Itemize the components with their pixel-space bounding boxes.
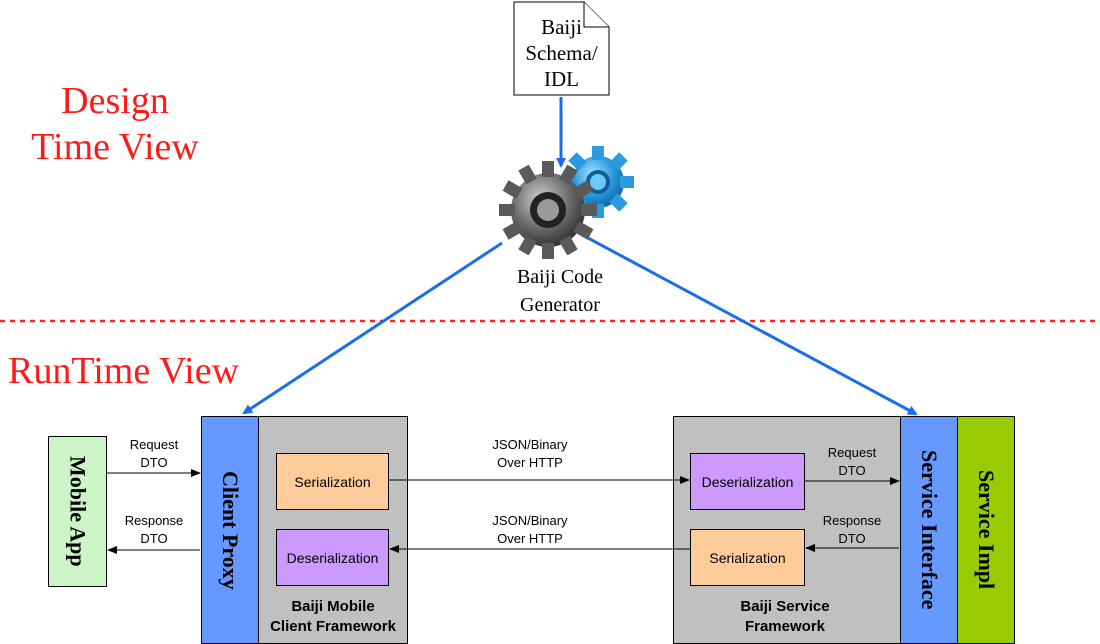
wire-top-line1: JSON/Binary: [492, 437, 568, 452]
generator-line2: Generator: [520, 294, 600, 316]
service-serialization-box: Serialization: [690, 529, 805, 586]
service-framework-line1: Baiji Service: [740, 598, 830, 615]
service-request-dto-label: Request DTO: [808, 444, 896, 480]
runtime-view-label: RunTime View: [8, 350, 240, 392]
client-request-dto-label: Request DTO: [110, 436, 198, 472]
schema-document-label: Baiji Schema/ IDL: [514, 14, 609, 92]
service-request-line1: Request: [827, 445, 877, 460]
design-time-view-label: Design Time View: [10, 78, 220, 170]
client-serialization-box: Serialization: [276, 453, 389, 510]
client-request-line1: Request: [129, 437, 179, 452]
service-response-line2: DTO: [838, 531, 866, 546]
client-framework-label: Baiji Mobile Client Framework: [258, 597, 408, 637]
client-framework-line1: Baiji Mobile: [291, 598, 375, 615]
client-proxy-box: Client Proxy: [201, 416, 259, 644]
generator-to-service-interface-arrow: [587, 236, 918, 416]
service-deserialization-box: Deserialization: [690, 453, 805, 510]
code-generator-label: Baiji Code Generator: [480, 263, 640, 319]
wire-bottom-line1: JSON/Binary: [492, 513, 568, 528]
service-response-line1: Response: [822, 513, 882, 528]
wire-bottom-label: JSON/Binary Over HTTP: [460, 512, 600, 548]
service-framework-line2: Framework: [744, 618, 826, 635]
client-deserialization-label: Deserialization: [286, 549, 379, 566]
client-response-line2: DTO: [140, 531, 168, 546]
client-request-line2: DTO: [140, 455, 168, 470]
service-impl-box: Service Impl: [957, 416, 1015, 644]
client-response-dto-label: Response DTO: [110, 512, 198, 548]
service-framework-label: Baiji Service Framework: [700, 597, 870, 637]
schema-document-icon: [513, 1, 610, 96]
service-response-dto-label: Response DTO: [808, 512, 896, 548]
wire-top-line2: Over HTTP: [497, 455, 563, 470]
design-label-line1: Design: [61, 80, 169, 122]
service-impl-label: Service Impl: [974, 470, 999, 590]
service-interface-label: Service Interface: [917, 450, 942, 610]
mobile-app-box: Mobile App: [48, 436, 107, 587]
generator-to-client-proxy-arrow: [242, 241, 503, 415]
client-serialization-label: Serialization: [294, 473, 371, 490]
client-response-line1: Response: [124, 513, 184, 528]
schema-line2: Schema/: [525, 41, 598, 65]
service-deserialization-label: Deserialization: [701, 473, 794, 490]
client-deserialization-box: Deserialization: [276, 529, 389, 586]
service-request-line2: DTO: [838, 463, 866, 478]
gears-icon: [499, 146, 634, 259]
mobile-app-label: Mobile App: [65, 456, 91, 567]
design-label-line2: Time View: [31, 126, 199, 168]
schema-line3: IDL: [544, 67, 579, 91]
wire-bottom-line2: Over HTTP: [497, 531, 563, 546]
client-proxy-label: Client Proxy: [218, 470, 243, 590]
wire-top-label: JSON/Binary Over HTTP: [460, 436, 600, 472]
schema-line1: Baiji: [541, 15, 582, 39]
client-framework-line2: Client Framework: [270, 618, 396, 635]
service-serialization-label: Serialization: [709, 549, 786, 566]
generator-line1: Baiji Code: [516, 266, 604, 288]
